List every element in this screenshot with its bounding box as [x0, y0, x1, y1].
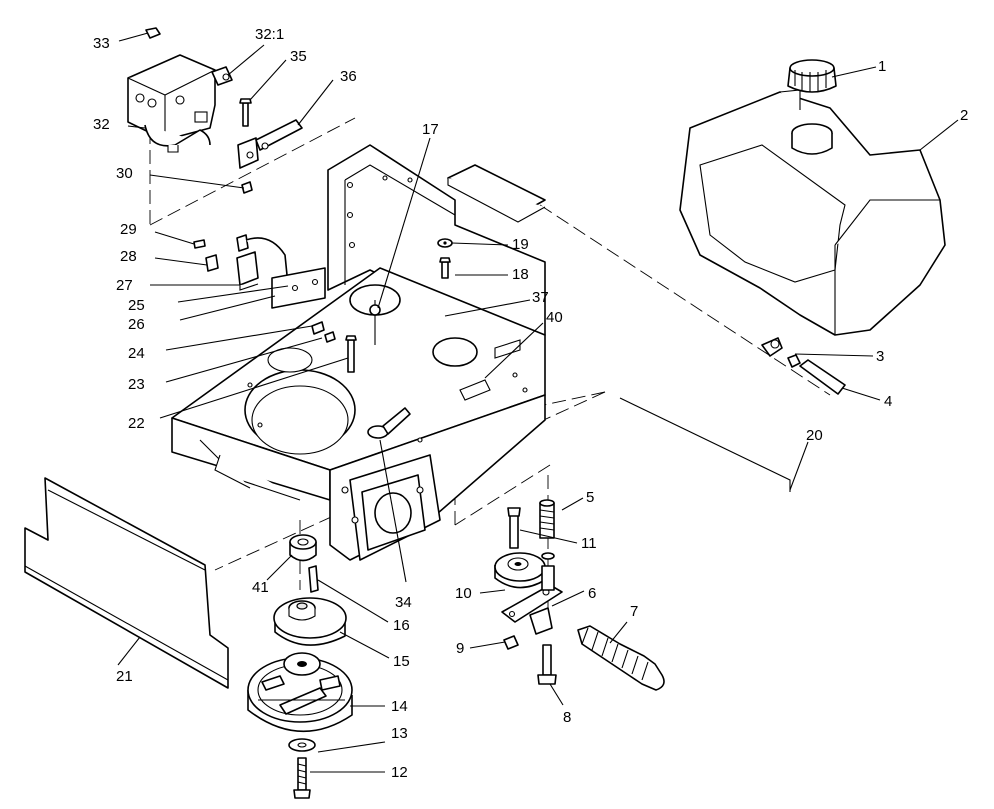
idler-arm: [501, 584, 563, 635]
callout-41: 41: [252, 579, 269, 596]
callout-1: 1: [878, 58, 886, 75]
callout-20: 20: [806, 427, 823, 444]
fuel-fitting: [761, 337, 801, 368]
mount-bracket: [494, 339, 521, 359]
callout-9: 9: [456, 640, 464, 657]
callout-7: 7: [630, 603, 638, 620]
callout-19: 19: [512, 236, 529, 253]
callout-32-1: 32:1: [255, 26, 284, 43]
callout-11: 11: [581, 535, 597, 552]
belt-guard-plate: [24, 477, 229, 689]
callout-14: 14: [391, 698, 408, 715]
callout-3: 3: [876, 348, 884, 365]
callout-5: 5: [586, 489, 594, 506]
leader-lines: [117, 32, 959, 773]
callout-16: 16: [393, 617, 410, 634]
pulley: [273, 597, 347, 646]
callout-24: 24: [128, 345, 145, 362]
callout-40: 40: [546, 309, 563, 326]
callout-15: 15: [393, 653, 410, 670]
callout-21: 21: [116, 668, 133, 685]
callout-29: 29: [120, 221, 137, 238]
deck-fasteners: [345, 238, 453, 373]
fuel-tank: [679, 89, 946, 336]
callout-6: 6: [588, 585, 596, 602]
callout-37: 37: [532, 289, 549, 306]
callout-8: 8: [563, 709, 571, 726]
callout-27: 27: [116, 277, 133, 294]
callout-22: 22: [128, 415, 145, 432]
callout-4: 4: [884, 393, 892, 410]
callout-17: 17: [422, 121, 439, 138]
callout-36: 36: [340, 68, 357, 85]
solenoid-assembly: [127, 27, 233, 153]
engine-deck-frame: [171, 144, 546, 561]
deck-plate: [369, 300, 381, 345]
callout-2: 2: [960, 107, 968, 124]
spacer-and-key: [289, 534, 319, 593]
callout-labels: 1 2 3 4 5 6 7 8 9 10 11 12 13 14 15 16 1…: [93, 26, 968, 781]
clutch-bolt-and-washer: [288, 738, 316, 799]
callout-23: 23: [128, 376, 145, 393]
fuel-cap: [787, 59, 837, 155]
electric-clutch: [247, 652, 353, 733]
callout-35: 35: [290, 48, 307, 65]
switch-assembly: [193, 234, 336, 343]
latch-bracket: [237, 98, 303, 194]
callout-30: 30: [116, 165, 133, 182]
callout-12: 12: [391, 764, 408, 781]
callout-25: 25: [128, 297, 145, 314]
extension-spring: [577, 625, 665, 691]
callout-18: 18: [512, 266, 529, 283]
idler-pulley: [494, 507, 546, 589]
callout-34: 34: [395, 594, 412, 611]
long-rod: [619, 397, 791, 492]
callout-33: 33: [93, 35, 110, 52]
callout-26: 26: [128, 316, 145, 333]
callout-13: 13: [391, 725, 408, 742]
fuel-hose: [799, 359, 846, 395]
callout-10: 10: [455, 585, 472, 602]
callout-32: 32: [93, 116, 110, 133]
callout-28: 28: [120, 248, 137, 265]
